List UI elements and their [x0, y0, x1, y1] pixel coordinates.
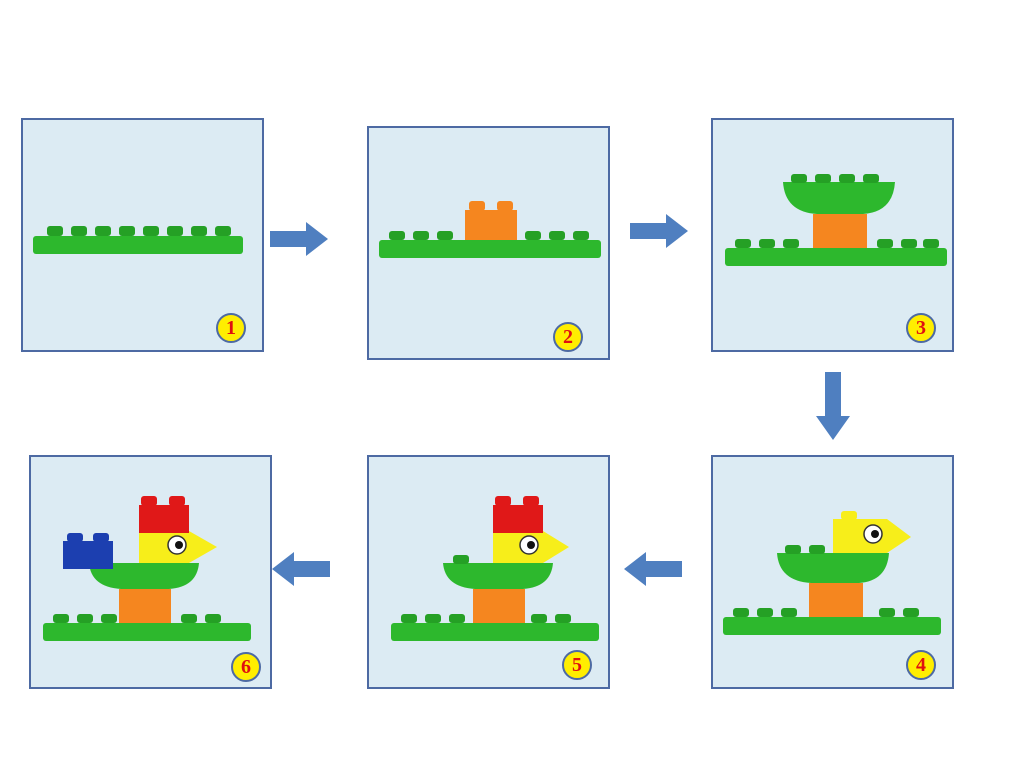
arrow-left-icon	[272, 552, 330, 586]
step-number-badge: 5	[562, 650, 592, 680]
step-panel-4: 4	[711, 455, 954, 689]
step-number-badge: 6	[231, 652, 261, 682]
step-number-badge: 2	[553, 322, 583, 352]
step-number-badge: 4	[906, 650, 936, 680]
lego-build-illustration	[723, 511, 941, 635]
lego-build-illustration	[725, 174, 947, 266]
lego-plate-illustration	[33, 226, 243, 254]
step-number-badge: 1	[216, 313, 246, 343]
arrow-down-icon	[816, 372, 850, 440]
step-panel-5: 5	[367, 455, 610, 689]
lego-build-illustration	[391, 496, 599, 641]
step-panel-2: 2	[367, 126, 610, 360]
step-panel-3: 3	[711, 118, 954, 352]
lego-rooster-illustration	[43, 496, 251, 641]
lego-build-illustration	[379, 201, 601, 258]
step-panel-1: 1	[21, 118, 264, 352]
step-panel-6: 6	[29, 455, 272, 689]
arrow-left-icon	[624, 552, 682, 586]
arrow-right-icon	[630, 214, 688, 248]
arrow-right-icon	[270, 222, 328, 256]
step-number-badge: 3	[906, 313, 936, 343]
